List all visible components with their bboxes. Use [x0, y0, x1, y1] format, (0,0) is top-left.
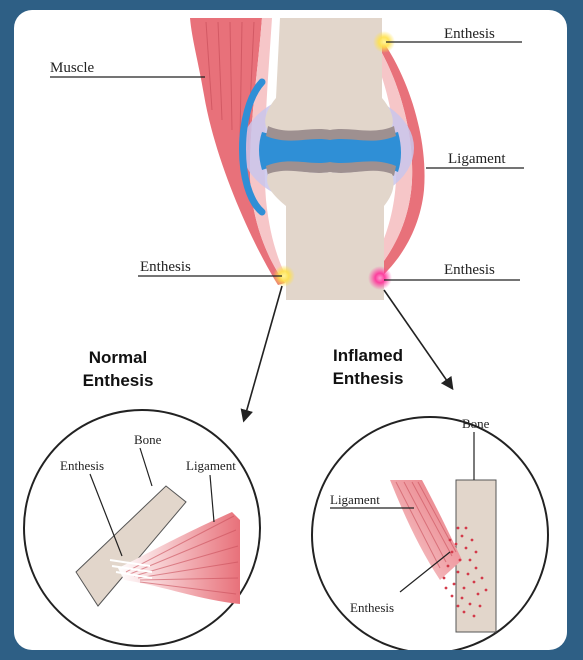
normal-enthesis-label: Enthesis	[60, 458, 104, 473]
normal-bone-label: Bone	[134, 432, 162, 447]
normal-enthesis-circle: Bone Enthesis Ligament	[24, 410, 260, 646]
inflamed-bone	[456, 480, 496, 632]
joint-diagram: Muscle Enthesis Ligament Enthesis Enthes…	[14, 10, 567, 650]
inflamed-title-line2: Enthesis	[333, 369, 404, 388]
inflamed-enthesis-label: Enthesis	[350, 600, 394, 615]
inflamed-enthesis-circle: Bone Ligament Enthesis	[312, 416, 548, 650]
enthesis-top-right-label: Enthesis	[444, 26, 495, 42]
inflamed-bone-label: Bone	[462, 416, 490, 431]
inflamed-ligament-label: Ligament	[330, 492, 380, 507]
normal-title-line1: Normal	[89, 348, 148, 367]
diagram-card: Muscle Enthesis Ligament Enthesis Enthes…	[14, 10, 567, 650]
muscle-label: Muscle	[50, 60, 95, 76]
inflamed-title-line1: Inflamed	[333, 346, 403, 365]
normal-title-line2: Enthesis	[83, 371, 154, 390]
enthesis-bottom-right-marker	[368, 266, 392, 290]
enthesis-bottom-left-label: Enthesis	[140, 259, 191, 275]
ligament-label: Ligament	[448, 151, 506, 167]
upper-bone	[265, 18, 393, 133]
arrow-to-normal	[244, 286, 282, 420]
enthesis-bottom-right-label: Enthesis	[444, 262, 495, 278]
normal-ligament-label: Ligament	[186, 458, 236, 473]
